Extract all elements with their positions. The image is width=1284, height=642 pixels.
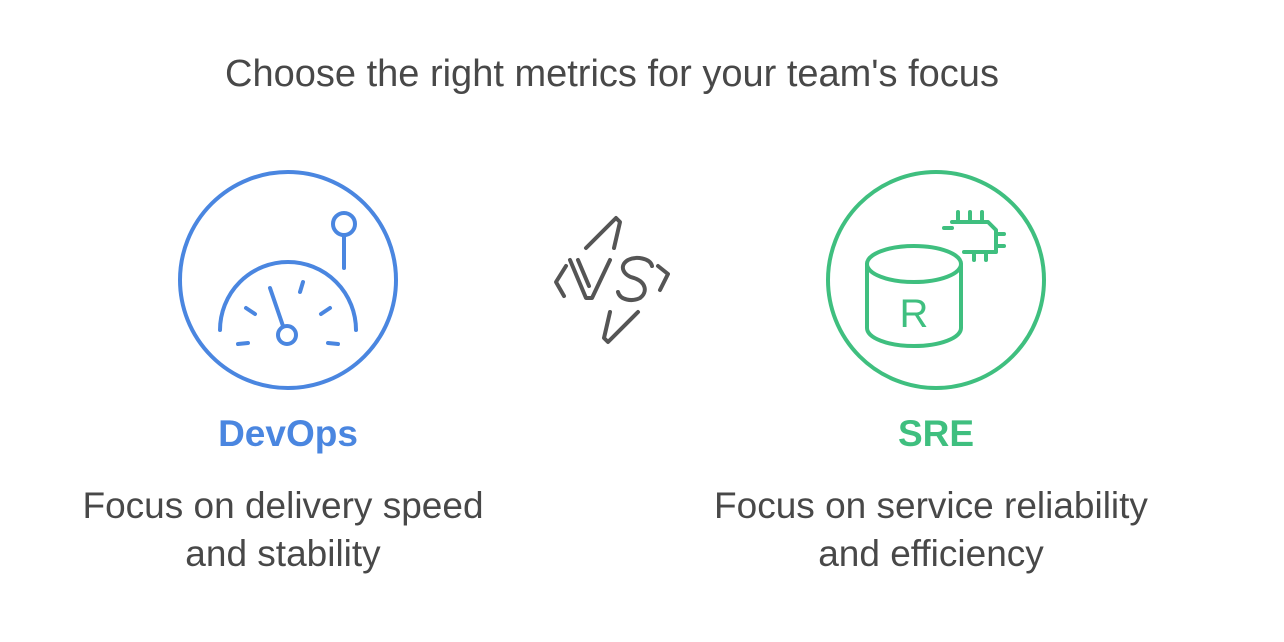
database-circuit-icon: R bbox=[824, 168, 1048, 392]
sre-description: Focus on service reliability and efficie… bbox=[668, 482, 1194, 578]
versus-lightning-icon bbox=[548, 212, 676, 348]
devops-description-line: Focus on delivery speed bbox=[82, 485, 484, 526]
devops-label: DevOps bbox=[218, 413, 358, 454]
speedometer-icon bbox=[176, 168, 400, 392]
sre-description-line: and efficiency bbox=[818, 533, 1044, 574]
database-letter: R bbox=[899, 292, 929, 336]
page-title: Choose the right metrics for your team's… bbox=[225, 53, 999, 95]
sre-label: SRE bbox=[897, 413, 975, 454]
devops-description-line: and stability bbox=[185, 533, 381, 574]
devops-description: Focus on delivery speed and stability bbox=[40, 482, 526, 578]
sre-description-line: Focus on service reliability bbox=[714, 485, 1148, 526]
